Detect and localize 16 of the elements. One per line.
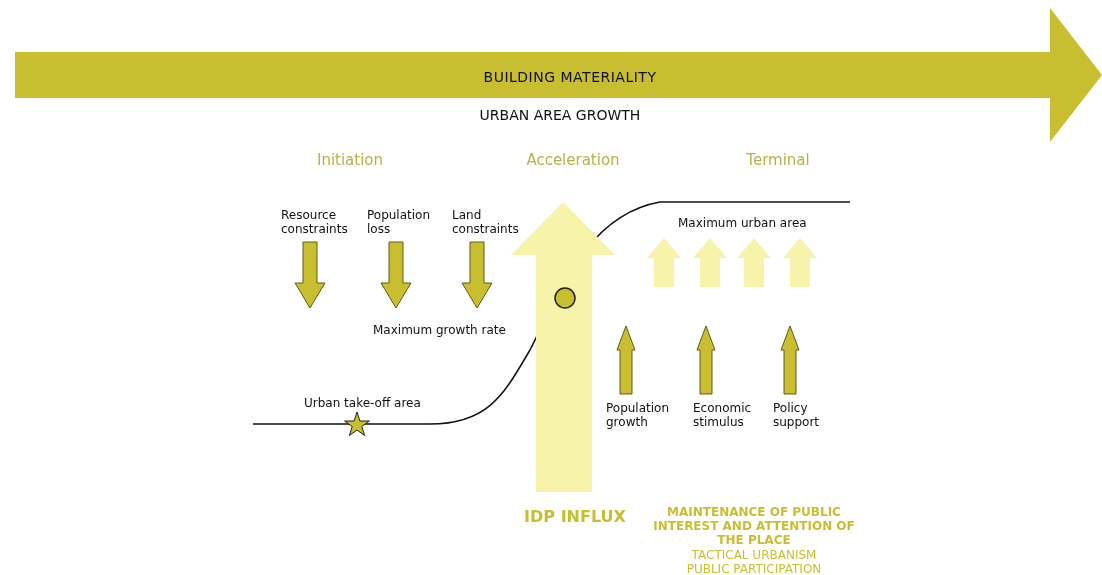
note-text: PUBLIC PARTICIPATION xyxy=(685,562,823,575)
factor-label: Population growth xyxy=(606,401,671,429)
influx-label: IDP INFLUX xyxy=(523,508,627,526)
note-text: TACTICAL URBANISM xyxy=(690,548,818,562)
phase-label: Terminal xyxy=(745,152,811,169)
factor-label: Population loss xyxy=(367,208,432,236)
curve-label: Maximum growth rate xyxy=(373,323,507,337)
axis-title: URBAN AREA GROWTH xyxy=(478,107,642,123)
factor-label: Policy support xyxy=(773,401,821,429)
curve-label: Urban take-off area xyxy=(304,396,422,410)
factor-label: Land constraints xyxy=(452,208,520,236)
factor-label: Economic stimulus xyxy=(693,401,753,429)
phase-label: Acceleration xyxy=(525,152,621,169)
note-heading: MAINTENANCE OF PUBLIC INTEREST AND ATTENTION OF THE PLACE xyxy=(652,505,856,547)
curve-label: Maximum urban area xyxy=(678,216,808,230)
phase-label: Initiation xyxy=(315,152,385,169)
